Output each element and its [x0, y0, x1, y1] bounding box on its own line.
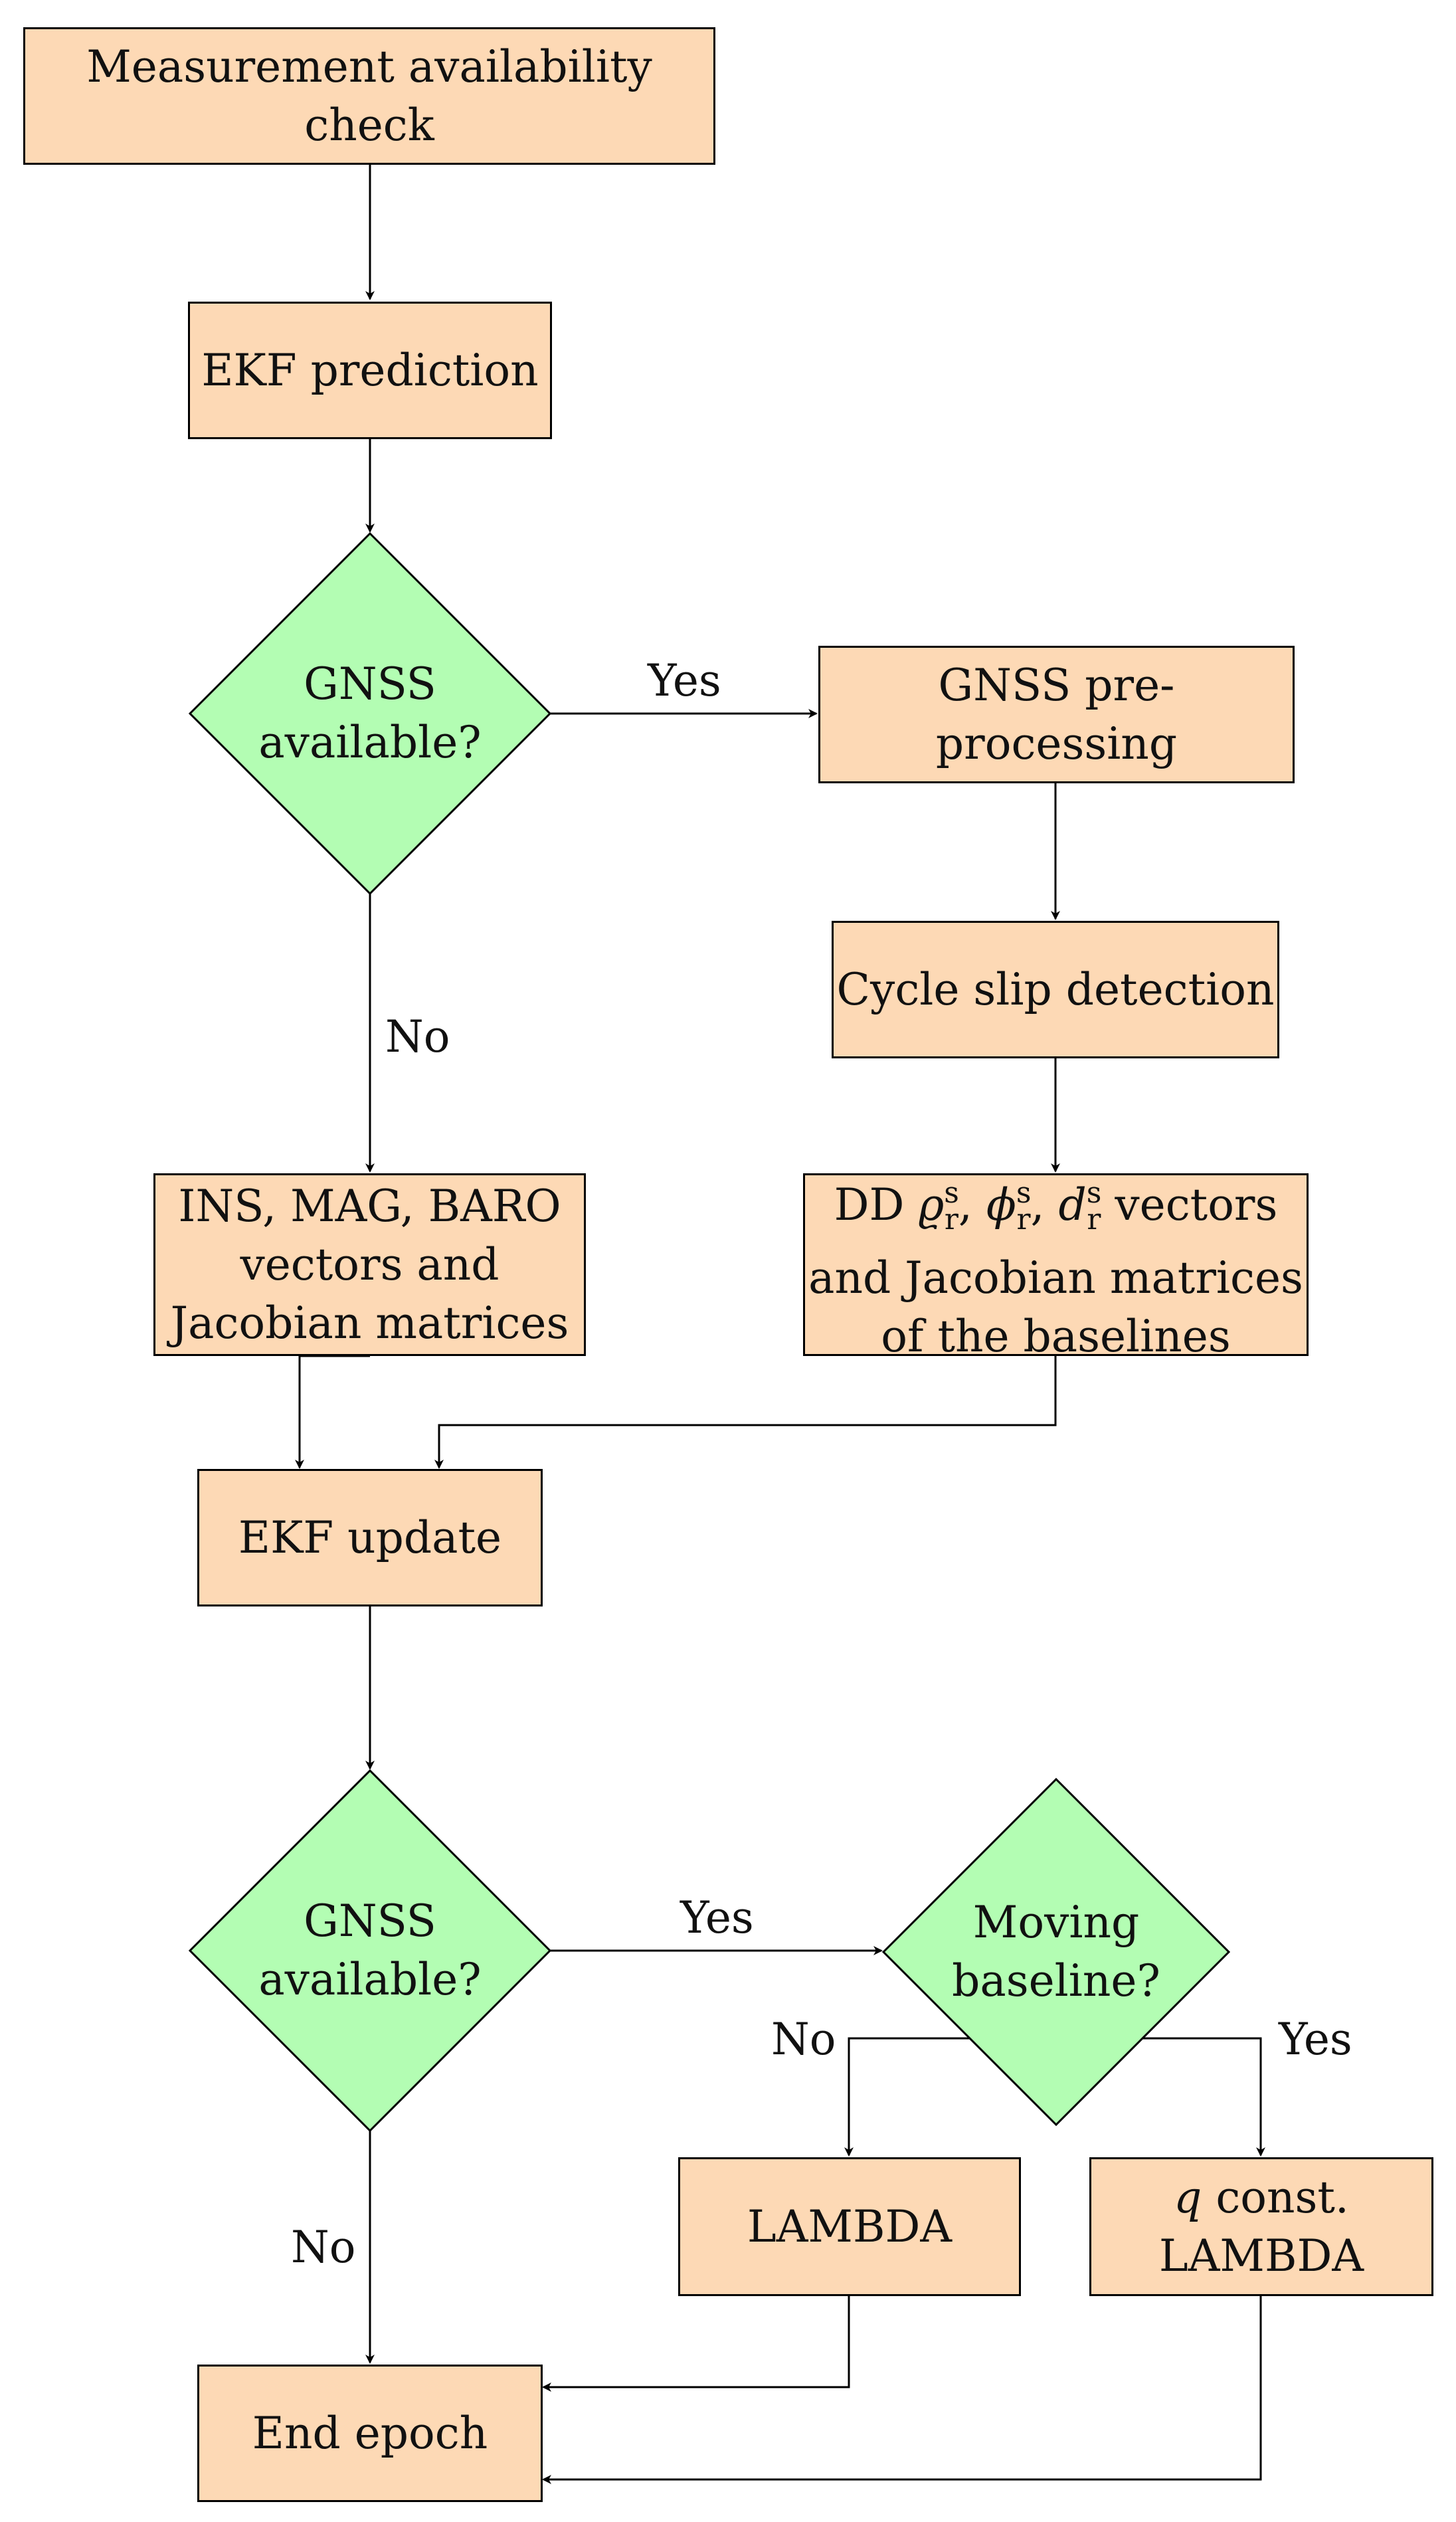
- q-const-text: const.: [1216, 2171, 1349, 2223]
- node-ins-mag-baro-line1: INS, MAG, BARO: [178, 1180, 561, 1232]
- node-dd-vectors-line1: DD ϱsr, ϕsr, dsr vectors: [834, 1175, 1278, 1236]
- dd-sup-3: s: [1086, 1175, 1102, 1210]
- decision-gnss-available-2-line2: available?: [258, 1954, 482, 2005]
- decision-moving-baseline-line2: baseline?: [952, 1955, 1160, 2006]
- node-gnss-preprocessing-label: GNSS pre-processing: [935, 659, 1178, 769]
- edge-label-no-gnss-1: No: [385, 1011, 450, 1062]
- decision-gnss-available-1-line2: available?: [258, 717, 482, 768]
- node-end-epoch-label: End epoch: [252, 2407, 488, 2459]
- edge-ins-to-ekf-update: [295, 1355, 370, 1469]
- node-dd-vectors-line3: of the baselines: [881, 1310, 1231, 1362]
- decision-gnss-available-1-line1: GNSS: [304, 658, 436, 710]
- dd-sub-3: r: [1087, 1202, 1101, 1236]
- node-q-const-lambda: q const. LAMBDA: [1089, 2157, 1433, 2296]
- node-q-const-lambda-line2: LAMBDA: [1158, 2230, 1364, 2281]
- node-ins-mag-baro-line2: vectors and: [240, 1238, 500, 1290]
- node-cycle-slip-detection-label: Cycle slip detection: [836, 963, 1275, 1015]
- q-variable: q: [1174, 2171, 1202, 2223]
- dd-sup-1: s: [944, 1175, 959, 1210]
- dd-sub-1: r: [944, 1202, 958, 1236]
- dd-symbol-phi: ϕ: [986, 1179, 1016, 1230]
- dd-sup-2: s: [1016, 1175, 1032, 1210]
- decision-gnss-available-2-line1: GNSS: [304, 1895, 436, 1947]
- node-lambda: LAMBDA: [678, 2157, 1021, 2296]
- node-cycle-slip-detection: Cycle slip detection: [832, 921, 1279, 1058]
- node-ekf-prediction: EKF prediction: [188, 302, 552, 439]
- node-ekf-update-label: EKF update: [238, 1511, 502, 1563]
- dd-prefix: DD: [834, 1179, 905, 1230]
- dd-symbol-rho: ϱ: [918, 1179, 945, 1230]
- node-gnss-preprocessing: GNSS pre-processing: [818, 646, 1295, 783]
- edge-label-no-moving-baseline: No: [771, 2014, 836, 2065]
- edge-label-no-gnss-2: No: [291, 2222, 356, 2273]
- node-measurement-availability-check-label: Measurement availability check: [86, 41, 652, 151]
- edge-label-yes-moving-baseline: Yes: [1279, 2014, 1352, 2065]
- decision-gnss-available-2: GNSS available?: [237, 1892, 503, 2009]
- edge-moving-yes-to-q-const: [1142, 2037, 1265, 2157]
- edge-moving-no-to-lambda: [844, 2037, 970, 2157]
- decision-moving-baseline: Moving baseline?: [923, 1893, 1189, 2010]
- node-measurement-availability-check: Measurement availability check: [23, 27, 715, 165]
- node-ekf-prediction-label: EKF prediction: [201, 344, 539, 396]
- edge-q-const-to-end-epoch: [542, 2296, 1262, 2484]
- node-dd-vectors-line2: and Jacobian matrices: [808, 1252, 1303, 1304]
- edge-label-yes-gnss-2: Yes: [680, 1892, 754, 1943]
- dd-suffix: vectors: [1115, 1179, 1278, 1230]
- dd-sub-2: r: [1016, 1202, 1031, 1236]
- node-lambda-label: LAMBDA: [747, 2200, 953, 2252]
- decision-moving-baseline-line1: Moving: [972, 1897, 1140, 1948]
- node-q-const-lambda-line1: q const.: [1159, 2169, 1364, 2227]
- node-dd-vectors: DD ϱsr, ϕsr, dsr vectors and Jacobian ma…: [803, 1173, 1309, 1362]
- node-ins-mag-baro-line3: Jacobian matrices: [170, 1297, 569, 1349]
- edge-dd-to-ekf-update: [434, 1356, 1057, 1469]
- edge-lambda-to-end-epoch: [542, 2296, 850, 2392]
- node-ins-mag-baro: INS, MAG, BARO vectors and Jacobian matr…: [153, 1173, 586, 1356]
- dd-symbol-d: d: [1058, 1179, 1087, 1230]
- node-ekf-update: EKF update: [197, 1469, 543, 1606]
- node-end-epoch: End epoch: [197, 2365, 543, 2502]
- decision-gnss-available-1: GNSS available?: [237, 655, 503, 772]
- edge-label-yes-gnss-1: Yes: [648, 655, 721, 706]
